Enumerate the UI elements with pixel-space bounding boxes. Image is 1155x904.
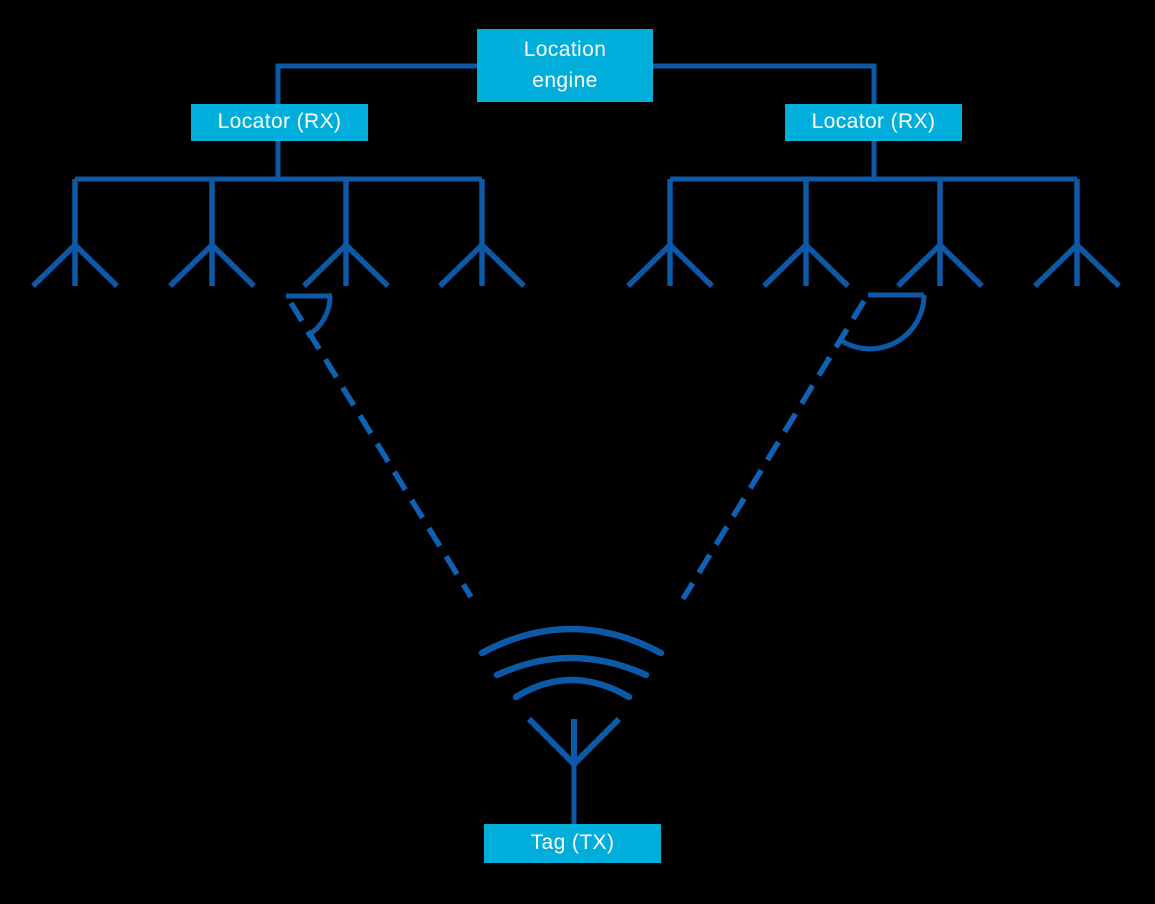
antenna-icon [304, 179, 388, 286]
locator-left-node: Locator (RX) [191, 104, 368, 141]
antenna-icon [440, 179, 524, 286]
antenna-icon [764, 179, 848, 286]
angle-arc-right-icon [840, 294, 927, 352]
antenna-array-left [33, 179, 524, 286]
dashed-signal-path-left [288, 301, 474, 599]
aoa-angle-right-icon [840, 292, 927, 352]
connector-engine-to-left-locator [275, 63, 477, 179]
antenna-icon [1035, 179, 1119, 286]
tag-antenna-icon [526, 716, 622, 826]
wifi-wave-outer [478, 625, 665, 657]
locator-right-node: Locator (RX) [785, 104, 962, 141]
tag-node: Tag (TX) [484, 824, 661, 863]
location-engine-node: Location engine [477, 29, 653, 102]
antenna-icon [898, 179, 982, 286]
location-engine-label-line2: engine [532, 68, 598, 92]
tag-label: Tag (TX) [530, 831, 615, 855]
wifi-waves-icon [478, 625, 665, 701]
location-engine-label-line1: Location [523, 38, 607, 62]
wifi-wave-inner [512, 676, 633, 701]
antenna-icon [628, 179, 712, 286]
locator-left-label: Locator (RX) [217, 110, 342, 134]
antenna-array-right [628, 179, 1119, 286]
connector-engine-to-right-locator [653, 63, 877, 179]
antenna-icon [33, 179, 117, 286]
wifi-wave-middle [493, 654, 650, 679]
antenna-icon [170, 179, 254, 286]
dashed-signal-path-right [680, 299, 867, 601]
locator-right-label: Locator (RX) [811, 110, 936, 134]
